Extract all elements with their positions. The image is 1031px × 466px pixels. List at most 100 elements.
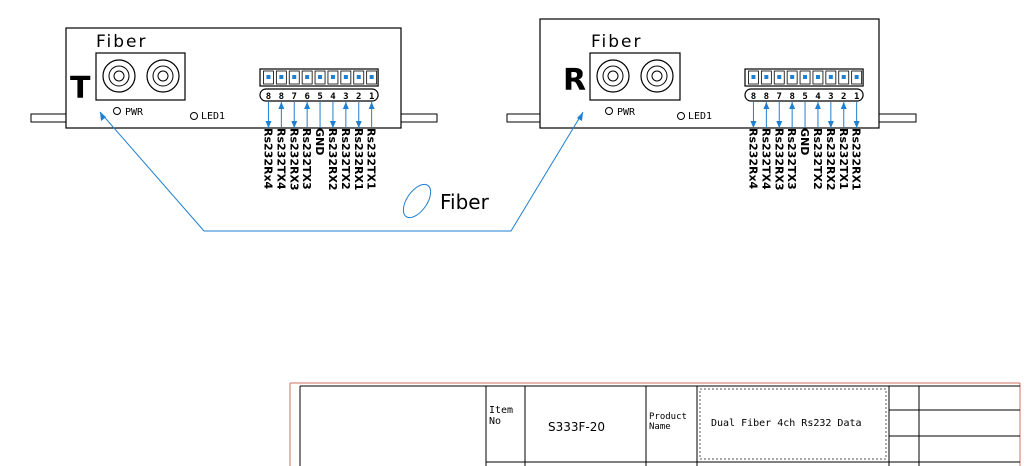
right-terminal-number-4: 8 — [789, 92, 794, 102]
left-pwr-label: PWR — [125, 107, 144, 118]
right-wire-arrow-8 — [840, 102, 847, 109]
left-fiber-port-1 — [102, 59, 136, 93]
left-wire-arrow-2 — [278, 102, 285, 109]
left-signal-label-3: Rs232RX3 — [287, 128, 300, 191]
fiber-link-arrow-right — [577, 112, 583, 121]
right-signal-label-8: Rs232TX1 — [837, 128, 850, 190]
left-wire-arrow-4 — [304, 102, 311, 109]
left-wire-arrow-8 — [355, 121, 362, 128]
right-fiber-port-1 — [596, 59, 630, 93]
left-terminal-number-7: 3 — [343, 92, 348, 102]
product-name-dashed-box — [699, 388, 887, 460]
product-name-label: Product Name — [649, 412, 687, 432]
fiber-link-label: Fiber — [440, 190, 490, 214]
left-signal-label-5: GND — [313, 128, 326, 155]
left-terminal-screw-2 — [279, 75, 284, 79]
left-led1-indicator — [190, 112, 198, 120]
right-signal-label-1: Rs232Rx4 — [746, 128, 759, 190]
left-terminal-number-5: 5 — [317, 92, 322, 102]
left-terminal-number-8: 2 — [356, 92, 361, 102]
right-wire-arrow-1 — [750, 121, 757, 128]
right-signal-label-3: Rs232RX3 — [772, 128, 785, 191]
right-wire-arrow-7 — [827, 121, 834, 128]
right-terminal-number-8: 2 — [841, 92, 846, 102]
right-wire-arrow-3 — [776, 121, 783, 128]
left-signal-label-6: Rs232RX2 — [326, 128, 339, 191]
left-led1-label: LED1 — [201, 111, 225, 122]
right-wire-arrow-6 — [814, 102, 821, 109]
right-terminal-screw-7 — [828, 75, 833, 79]
left-terminal-screw-6 — [330, 75, 335, 79]
left-signal-label-8: Rs232RX1 — [352, 128, 365, 191]
left-device-letter: T — [70, 71, 91, 106]
title-block — [289, 382, 1021, 466]
right-fiber-port-block — [589, 52, 681, 101]
right-terminal-number-9: 1 — [854, 92, 859, 102]
left-terminal-screw-4 — [305, 75, 310, 79]
fiber-link-line — [99, 111, 584, 232]
right-signal-label-5: GND — [798, 128, 811, 155]
right-terminal-screw-6 — [815, 75, 820, 79]
left-terminal-number-1: 8 — [266, 92, 271, 102]
left-pwr-indicator — [113, 107, 121, 115]
left-terminal-number-3: 7 — [292, 92, 297, 102]
left-signal-label-1: Rs232Rx4 — [261, 128, 274, 190]
right-fiber-port-2 — [640, 59, 674, 93]
left-signal-label-7: Rs232TX2 — [339, 128, 352, 190]
fiber-link-arrow-left — [100, 112, 106, 121]
right-terminal-screw-8 — [841, 75, 846, 79]
left-terminal-screw-7 — [343, 75, 348, 79]
right-terminal-number-6: 4 — [815, 92, 821, 102]
right-signal-label-6: Rs232TX2 — [811, 128, 824, 190]
left-wire-arrow-3 — [291, 121, 298, 128]
right-terminal-number-5: 5 — [802, 92, 807, 102]
right-device-letter: R — [563, 63, 586, 98]
right-terminal-number-2: 8 — [764, 92, 769, 102]
fiber-coil-icon — [402, 183, 432, 219]
left-terminal-number-2: 8 — [279, 92, 284, 102]
right-terminal-screw-4 — [790, 75, 795, 79]
fiber-link: Fiber — [99, 111, 584, 232]
right-signal-label-7: Rs232RX2 — [824, 128, 837, 191]
right-wire-arrow-9 — [853, 121, 860, 128]
right-terminal-screw-3 — [777, 75, 782, 79]
right-signal-label-9: Rs232RX1 — [850, 128, 863, 191]
left-fiber-port-2 — [146, 59, 180, 93]
left-wire-arrow-6 — [329, 121, 336, 128]
right-wire-arrow-2 — [763, 102, 770, 109]
right-led1-indicator — [677, 112, 685, 120]
right-terminal-number-1: 8 — [751, 92, 756, 102]
right-signal-label-4: Rs232TX3 — [785, 128, 798, 190]
right-terminal-number-3: 7 — [777, 92, 782, 102]
transmitter-device: Fiber T PWR LED1 8Rs232Rx48Rs232TX47Rs23… — [30, 27, 438, 191]
item-no-label: Item No — [489, 405, 514, 427]
left-fiber-port-block — [95, 52, 186, 101]
left-fiber-label: Fiber — [96, 32, 148, 52]
left-wire-arrow-7 — [342, 102, 349, 109]
right-fiber-label: Fiber — [591, 32, 643, 52]
left-signal-label-9: Rs232TX1 — [365, 128, 378, 190]
right-terminal-screw-1 — [751, 75, 756, 79]
right-pwr-label: PWR — [617, 107, 636, 118]
item-no-value: S333F-20 — [548, 420, 606, 434]
left-wire-arrow-1 — [265, 121, 272, 128]
right-terminal-number-7: 3 — [828, 92, 833, 102]
right-terminal-screw-2 — [764, 75, 769, 79]
left-terminal-number-9: 1 — [369, 92, 374, 102]
right-pwr-indicator — [605, 107, 613, 115]
left-terminal-number-4: 6 — [304, 92, 309, 102]
left-terminal-screw-1 — [266, 75, 271, 79]
left-signal-label-4: Rs232TX3 — [300, 128, 313, 190]
left-terminal-number-6: 4 — [330, 92, 336, 102]
left-terminal-screw-3 — [292, 75, 297, 79]
right-wire-arrow-4 — [789, 102, 796, 109]
product-name-value: Dual Fiber 4ch Rs232 Data — [711, 418, 862, 429]
left-terminal-screw-5 — [318, 75, 323, 79]
left-number-strip — [259, 88, 379, 102]
left-terminal-block: 8Rs232Rx48Rs232TX47Rs232RX36Rs232TX35GND… — [259, 68, 379, 191]
right-number-strip — [744, 88, 864, 102]
right-signal-label-2: Rs232TX4 — [759, 128, 772, 190]
left-wire-arrow-9 — [368, 102, 375, 109]
